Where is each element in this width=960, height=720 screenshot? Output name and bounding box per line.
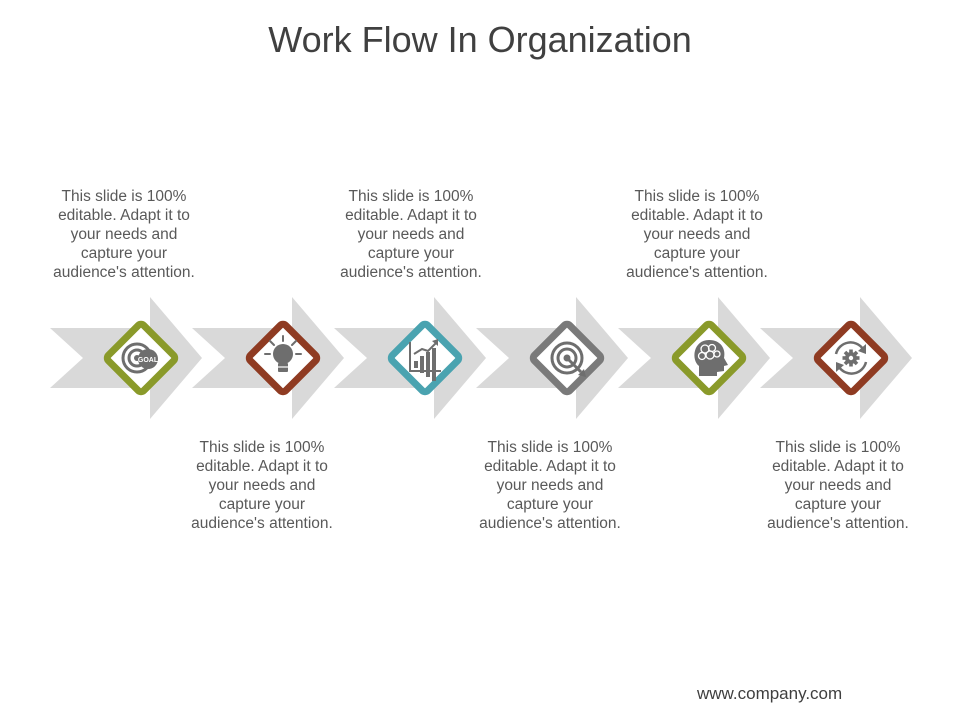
slide-title: Work Flow In Organization <box>268 19 692 60</box>
step-6-caption: This slide is 100% editable. Adapt it to… <box>767 439 909 532</box>
goal-target-icon: GOAL <box>121 342 159 374</box>
step-4-badge <box>529 320 605 396</box>
step-5-caption: This slide is 100% editable. Adapt it to… <box>626 188 768 281</box>
step-2-caption: This slide is 100% editable. Adapt it to… <box>191 439 333 532</box>
lightbulb-icon <box>264 335 302 372</box>
gear-refresh-icon <box>834 341 868 375</box>
bar-chart-growth-icon <box>409 339 441 381</box>
target-arrow-icon <box>550 341 586 377</box>
step-5-badge <box>671 320 747 396</box>
step-1-badge: GOAL <box>103 320 179 396</box>
step-2-badge <box>245 320 321 396</box>
step-3-diamond <box>387 320 463 396</box>
step-6-badge <box>813 320 889 396</box>
step-1-caption: This slide is 100% editable. Adapt it to… <box>53 188 195 281</box>
step-3-caption: This slide is 100% editable. Adapt it to… <box>340 188 482 281</box>
step-4-caption: This slide is 100% editable. Adapt it to… <box>479 439 621 532</box>
svg-text:GOAL: GOAL <box>138 357 159 364</box>
head-brain-icon <box>694 340 728 376</box>
footer-url: www.company.com <box>697 684 843 703</box>
step-3-badge <box>387 320 463 396</box>
